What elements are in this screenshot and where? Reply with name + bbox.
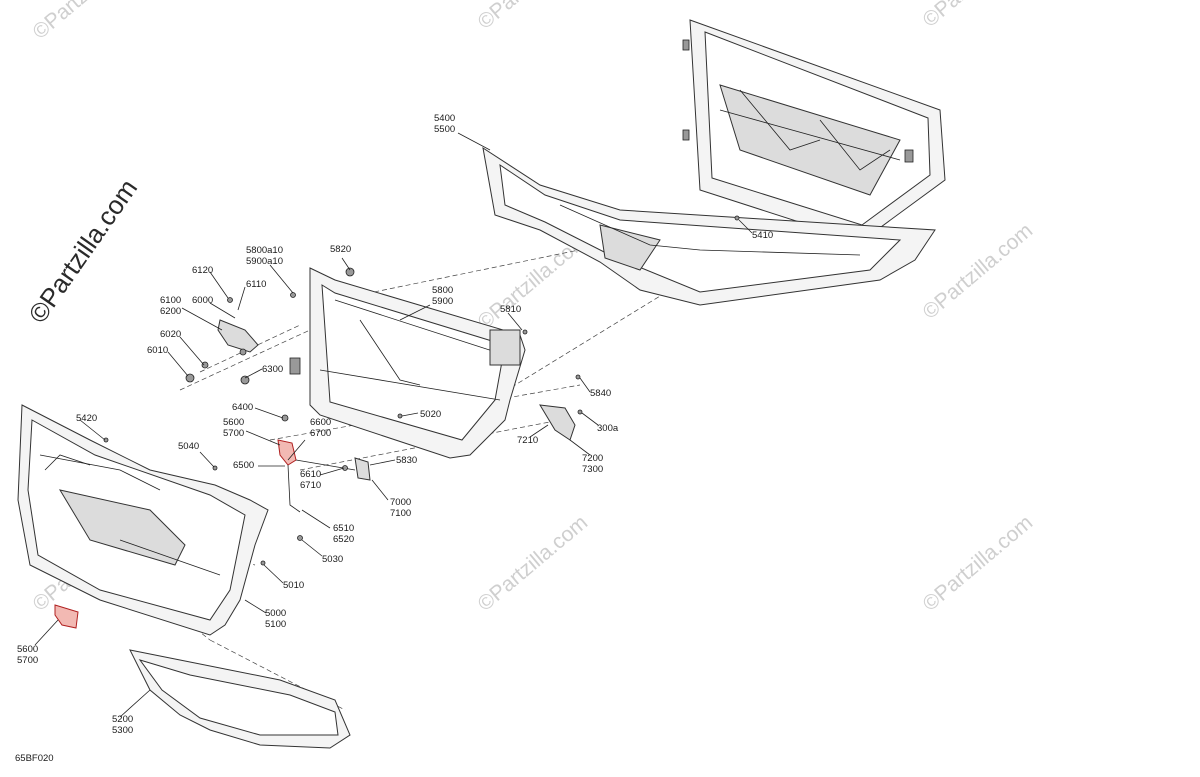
callout-5800a10: 5800a10 bbox=[246, 245, 283, 256]
callout-6600: 6600 bbox=[310, 417, 331, 428]
callout-6610: 6610 bbox=[300, 469, 321, 480]
watermark-partzilla-logo: ©Partzilla.com bbox=[22, 174, 143, 329]
callout-5400: 5400 bbox=[434, 113, 455, 124]
callout-7200: 7200 bbox=[582, 453, 603, 464]
callout-5300: 5300 bbox=[112, 725, 133, 736]
watermark-top-right: ©Partzilla.com bbox=[918, 0, 1037, 32]
callout-6520: 6520 bbox=[333, 534, 354, 545]
diagram-code: 65BF020 bbox=[15, 753, 54, 764]
callout-5040: 5040 bbox=[178, 441, 199, 452]
door-frame-5800 bbox=[289, 267, 526, 459]
leader-lines bbox=[34, 132, 753, 718]
callout-5420: 5420 bbox=[76, 413, 97, 424]
callout-6200: 6200 bbox=[160, 306, 181, 317]
callout-6500: 6500 bbox=[233, 460, 254, 471]
callout-5900a10: 5900a10 bbox=[246, 256, 283, 267]
callout-5410: 5410 bbox=[752, 230, 773, 241]
callout-7100: 7100 bbox=[390, 508, 411, 519]
watermark-bottom-right: ©Partzilla.com bbox=[918, 511, 1037, 616]
hinge-hardware bbox=[185, 292, 296, 385]
callout-6020: 6020 bbox=[160, 329, 181, 340]
callout-5010: 5010 bbox=[283, 580, 304, 591]
callout-5800: 5800 bbox=[432, 285, 453, 296]
callout-6710: 6710 bbox=[300, 480, 321, 491]
callout-5900: 5900 bbox=[432, 296, 453, 307]
callout-6120: 6120 bbox=[192, 265, 213, 276]
latch-hardware bbox=[54, 215, 740, 629]
callout-300a: 300a bbox=[597, 423, 619, 434]
callout-6100: 6100 bbox=[160, 295, 181, 306]
watermark-top-left: ©Partzilla.com bbox=[28, 0, 147, 44]
callout-5030: 5030 bbox=[322, 554, 343, 565]
callout-5830: 5830 bbox=[396, 455, 417, 466]
callout-6300: 6300 bbox=[262, 364, 283, 375]
callout-5200: 5200 bbox=[112, 714, 133, 725]
callout-7210: 7210 bbox=[517, 435, 538, 446]
callout-5600-upper: 5600 bbox=[223, 417, 244, 428]
watermark-top-center: ©Partzilla.com bbox=[473, 0, 592, 34]
callout-5020: 5020 bbox=[420, 409, 441, 420]
callout-labels: 5400 5500 5410 5820 5800a10 5900a10 6120… bbox=[15, 113, 773, 764]
callout-6000: 6000 bbox=[192, 295, 213, 306]
callout-5600-lower: 5600 bbox=[17, 644, 38, 655]
callout-6510: 6510 bbox=[333, 523, 354, 534]
callout-6010: 6010 bbox=[147, 345, 168, 356]
watermark-bottom-center: ©Partzilla.com bbox=[473, 511, 592, 616]
door-panel-5410 bbox=[682, 19, 946, 241]
callout-5700-lower: 5700 bbox=[17, 655, 38, 666]
callout-7000: 7000 bbox=[390, 497, 411, 508]
lower-trim-5200 bbox=[129, 649, 351, 749]
callout-5100: 5100 bbox=[265, 619, 286, 630]
inner-panel-5400 bbox=[482, 146, 936, 306]
callout-5500: 5500 bbox=[434, 124, 455, 135]
callout-5810: 5810 bbox=[500, 304, 521, 315]
callout-5000: 5000 bbox=[265, 608, 286, 619]
callout-6700: 6700 bbox=[310, 428, 331, 439]
outer-door-panel-5000 bbox=[17, 404, 269, 636]
callout-7300: 7300 bbox=[582, 464, 603, 475]
callout-6400: 6400 bbox=[232, 402, 253, 413]
callout-5820: 5820 bbox=[330, 244, 351, 255]
callout-5840: 5840 bbox=[590, 388, 611, 399]
callout-6110: 6110 bbox=[246, 279, 266, 290]
watermark-mid-right: ©Partzilla.com bbox=[918, 219, 1037, 324]
callout-5700-upper: 5700 bbox=[223, 428, 244, 439]
